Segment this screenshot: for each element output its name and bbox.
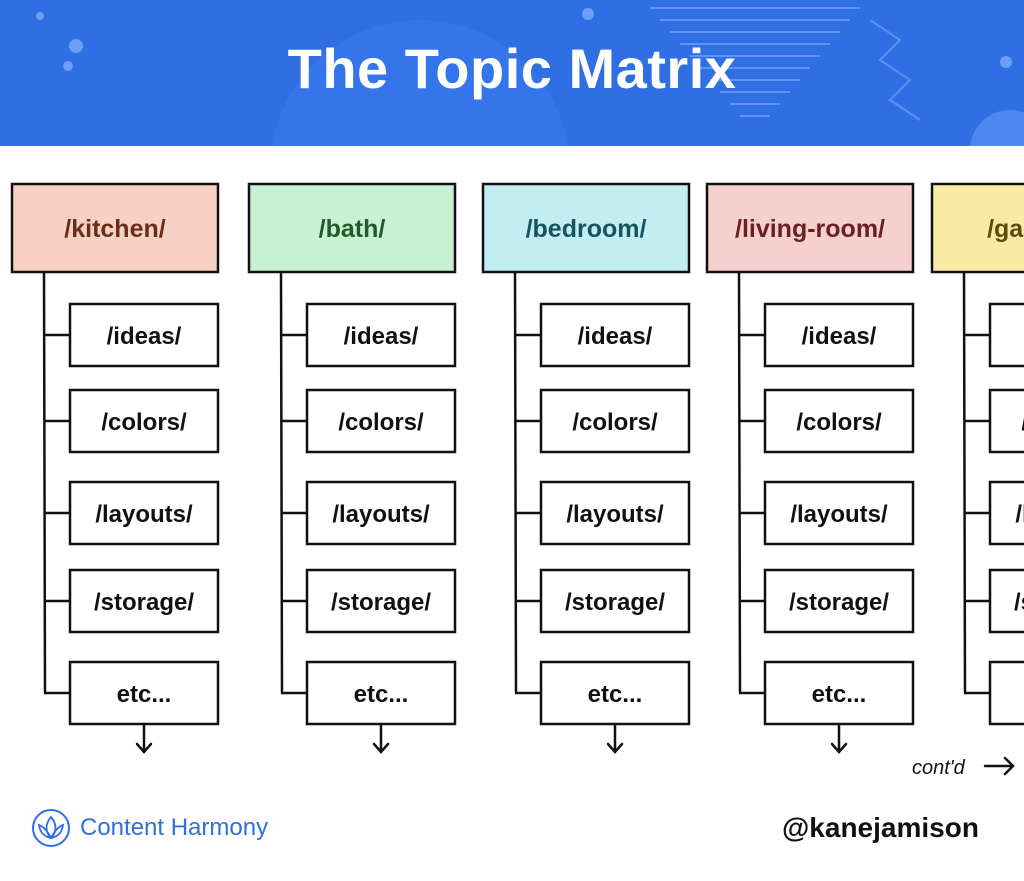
connector-line xyxy=(42,270,47,695)
subtopic-label: /layouts/ xyxy=(566,501,664,528)
parent-topic-box xyxy=(705,182,915,274)
subtopic-box xyxy=(305,568,457,634)
down-arrow-icon xyxy=(830,722,848,754)
subtopic-label: etc... xyxy=(588,681,643,708)
subtopic-box xyxy=(539,660,691,726)
connector-line xyxy=(279,270,284,695)
subtopic-label: /colors/ xyxy=(338,409,424,436)
header-decoration xyxy=(36,7,1024,146)
down-arrow-icon xyxy=(135,722,153,754)
subtopic-label: /colors/ xyxy=(101,409,187,436)
subtopic-label: /layouts/ xyxy=(95,501,193,528)
page-title: The Topic Matrix xyxy=(287,37,737,100)
subtopic-label: /layouts/ xyxy=(790,501,888,528)
parent-topic-box xyxy=(930,182,1024,274)
parent-topic-box xyxy=(481,182,691,274)
subtopic-box xyxy=(68,660,220,726)
topic-column: /kitchen/ /ideas/ /colors/ /layouts/ /storag… xyxy=(10,182,220,754)
connector-line xyxy=(962,270,967,695)
continued-note: cont'd xyxy=(912,757,966,779)
subtopic-label: /layouts/ xyxy=(332,501,430,528)
brand-name: Content Harmony xyxy=(80,814,269,841)
subtopic-label: /colors/ xyxy=(572,409,658,436)
topic-column: /garage//ideas//colors//layouts//storage… xyxy=(930,182,1024,726)
header-banner: The Topic Matrix xyxy=(0,0,1024,146)
subtopic-box xyxy=(988,302,1024,368)
parent-topic-box xyxy=(10,182,220,274)
content-harmony-logo: Content Harmony xyxy=(30,808,268,848)
lotus-icon xyxy=(32,809,70,847)
subtopic-box xyxy=(988,568,1024,634)
down-arrow-icon xyxy=(606,722,624,754)
subtopic-label: /colors/ xyxy=(796,409,882,436)
subtopic-box xyxy=(305,660,457,726)
subtopic-box xyxy=(68,302,220,368)
subtopic-box xyxy=(988,388,1024,454)
parent-topic-label: /kitchen/ xyxy=(64,215,165,243)
subtopic-box xyxy=(305,480,457,546)
parent-topic-label: /garage/ xyxy=(987,215,1024,243)
subtopic-box xyxy=(539,302,691,368)
subtopic-label: etc... xyxy=(354,681,409,708)
topic-column: /bath/ /ideas/ /colors/ /layouts/ /storage/e… xyxy=(247,182,457,754)
subtopic-label: /ideas/ xyxy=(578,323,653,350)
connector-line xyxy=(513,270,518,695)
subtopic-label: /storage/ xyxy=(1014,589,1024,616)
parent-topic-label: /bath/ xyxy=(319,215,386,243)
right-arrow-icon xyxy=(983,756,1015,776)
subtopic-box xyxy=(539,480,691,546)
parent-topic-box xyxy=(247,182,457,274)
subtopic-box xyxy=(68,480,220,546)
topic-column: /bedroom/ /ideas/ /colors/ /layouts/ /storag… xyxy=(481,182,691,754)
subtopic-label: /ideas/ xyxy=(802,323,877,350)
subtopic-label: etc... xyxy=(812,681,867,708)
topic-column: /living-room/ /ideas/ /colors/ /layouts/ /st… xyxy=(705,182,915,754)
subtopic-label: /layouts/ xyxy=(1015,501,1024,528)
subtopic-box xyxy=(988,660,1024,726)
subtopic-box xyxy=(763,480,915,546)
subtopic-box xyxy=(68,568,220,634)
subtopic-box xyxy=(305,388,457,454)
subtopic-box xyxy=(763,388,915,454)
subtopic-label: /ideas/ xyxy=(344,323,419,350)
subtopic-label: /storage/ xyxy=(565,589,665,616)
subtopic-label: /storage/ xyxy=(789,589,889,616)
subtopic-label: /storage/ xyxy=(94,589,194,616)
subtopic-box xyxy=(763,302,915,368)
down-arrow-icon xyxy=(372,722,390,754)
parent-topic-label: /living-room/ xyxy=(735,215,885,243)
subtopic-box xyxy=(68,388,220,454)
topic-matrix-diagram: /kitchen/ /ideas/ /colors/ /layouts/ /storag… xyxy=(10,182,1024,779)
subtopic-label: etc... xyxy=(117,681,172,708)
parent-topic-label: /bedroom/ xyxy=(526,215,647,243)
connector-line xyxy=(737,270,742,695)
subtopic-box xyxy=(763,568,915,634)
subtopic-label: /ideas/ xyxy=(107,323,182,350)
subtopic-box xyxy=(988,480,1024,546)
subtopic-box xyxy=(305,302,457,368)
subtopic-box xyxy=(539,568,691,634)
subtopic-label: /colors/ xyxy=(1021,409,1024,436)
subtopic-box xyxy=(763,660,915,726)
author-handle: @kanejamison xyxy=(782,812,979,843)
subtopic-box xyxy=(539,388,691,454)
subtopic-label: /storage/ xyxy=(331,589,431,616)
